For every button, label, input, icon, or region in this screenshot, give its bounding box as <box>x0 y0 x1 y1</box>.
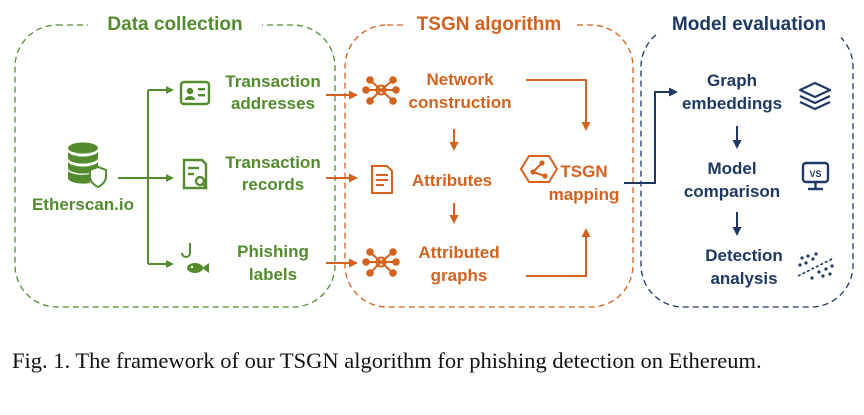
panel-tsgn-algorithm: TSGN algorithm <box>344 8 634 308</box>
eval-step-2-line2: comparison <box>684 182 780 201</box>
framework-diagram: Data collection TSGN algorithm Model eva… <box>14 8 854 308</box>
collection-item-label-2a: Transaction <box>225 153 320 172</box>
eval-step-1-line2: embeddings <box>682 94 782 113</box>
step-network-line1: Network <box>426 70 494 89</box>
step-attributes-label: Attributes <box>412 171 492 190</box>
step-attributed-line2: graphs <box>431 266 488 285</box>
fishhook-fish-icon <box>181 243 209 273</box>
address-card-icon <box>179 80 211 106</box>
step-mapping-line1: TSGN <box>560 162 607 181</box>
source-bracket <box>118 86 174 268</box>
step-attributed-line1: Attributed <box>418 243 499 262</box>
eval-step-3-line2: analysis <box>710 269 777 288</box>
eval-step-2-line1: Model <box>707 159 756 178</box>
eval-step-3-line1: Detection <box>705 246 782 265</box>
collection-item-label-1b: addresses <box>231 94 315 113</box>
hexagon-graph-icon <box>519 155 559 183</box>
collection-to-algorithm-arrows <box>326 90 358 268</box>
vs-monitor-icon: VS <box>801 161 830 191</box>
network-graph-icon <box>362 76 400 105</box>
collection-item-label-3a: Phishing <box>237 242 309 261</box>
collection-item-label-2b: records <box>242 175 304 194</box>
panel-title-tsgn-algorithm: TSGN algorithm <box>417 14 562 35</box>
collection-item-label-1a: Transaction <box>225 72 320 91</box>
document-list-icon <box>371 165 393 194</box>
database-shield-icon <box>67 142 107 189</box>
svg-text:VS: VS <box>809 169 821 179</box>
panel-title-data-collection: Data collection <box>107 14 242 35</box>
panel-data-collection: Data collection <box>14 8 336 308</box>
source-label: Etherscan.io <box>32 195 134 214</box>
panel-model-evaluation: Model evaluation <box>640 8 854 308</box>
eval-step-1-line1: Graph <box>707 71 757 90</box>
step-mapping-line2: mapping <box>549 185 620 204</box>
algorithm-to-evaluation-arrow <box>624 87 678 184</box>
figure-caption: Fig. 1. The framework of our TSGN algori… <box>12 348 762 373</box>
step-network-line2: construction <box>409 93 512 112</box>
network-graph-icon <box>362 248 400 277</box>
collection-item-label-3b: labels <box>249 265 297 284</box>
panel-title-model-evaluation: Model evaluation <box>672 14 826 35</box>
layers-icon <box>798 81 832 111</box>
scatter-classification-icon <box>797 252 835 280</box>
document-search-icon <box>182 158 208 190</box>
algorithm-flow-arrows <box>449 79 591 277</box>
